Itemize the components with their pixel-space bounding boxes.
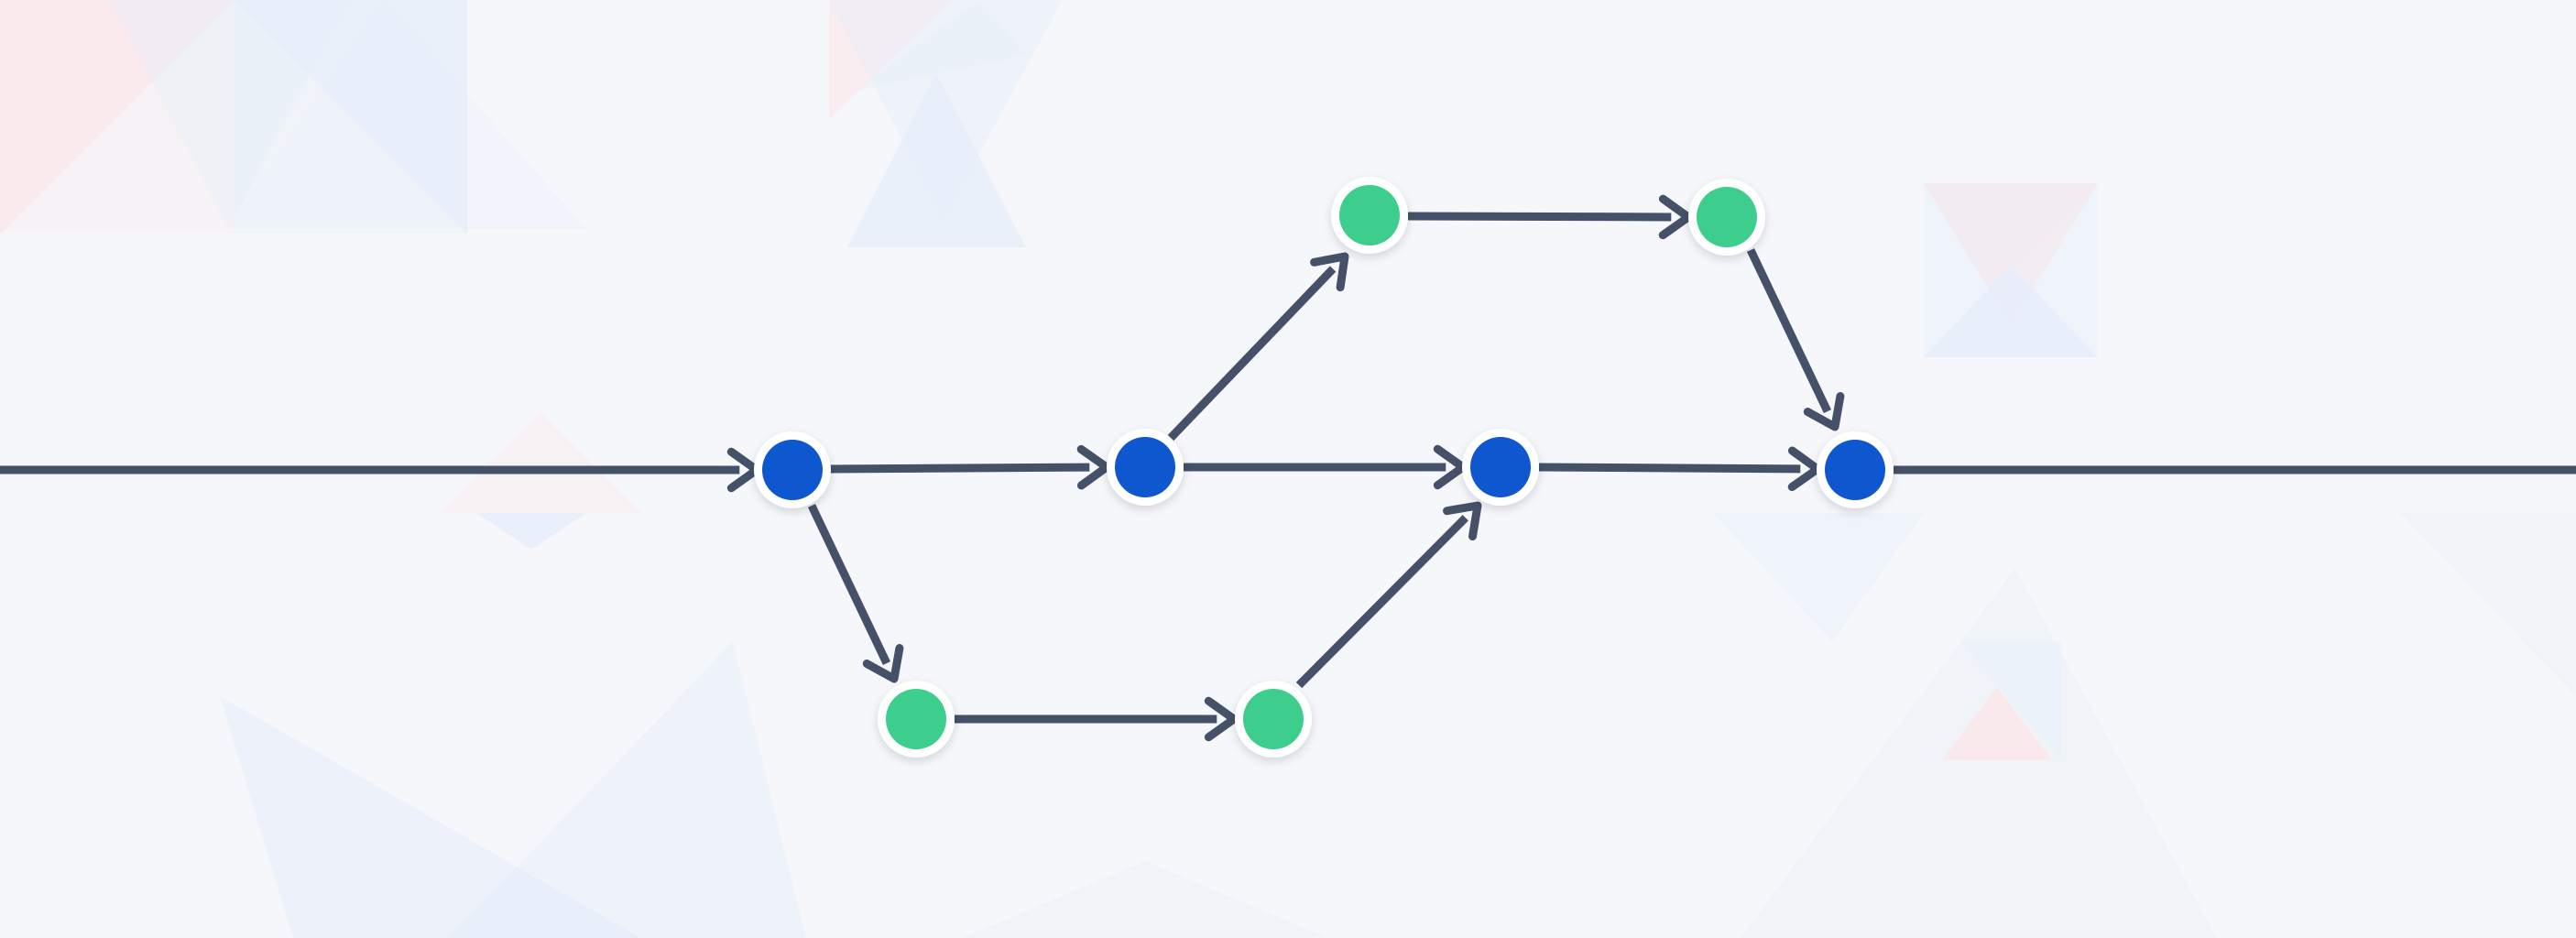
edges-group bbox=[0, 194, 2576, 742]
edge[interactable] bbox=[1167, 252, 1349, 442]
graph-node-n4[interactable] bbox=[1817, 431, 1894, 508]
background-triangle bbox=[0, 0, 234, 234]
edge[interactable] bbox=[0, 447, 761, 493]
edge[interactable] bbox=[1184, 444, 1468, 490]
arrowhead-icon bbox=[1310, 252, 1349, 292]
graph-node-g2[interactable] bbox=[1688, 179, 1765, 256]
graph-node-n1[interactable] bbox=[754, 431, 831, 508]
arrowhead-icon bbox=[1803, 392, 1845, 431]
edge-line bbox=[807, 504, 891, 666]
background-triangle bbox=[1713, 513, 1924, 641]
node-dot bbox=[1339, 185, 1400, 245]
background-triangle bbox=[476, 513, 586, 550]
edge-line bbox=[1407, 212, 1672, 222]
node-dot bbox=[1115, 437, 1175, 497]
background-triangle bbox=[0, 0, 234, 234]
graph-node-g1[interactable] bbox=[1331, 177, 1408, 254]
background-triangle bbox=[852, 0, 1026, 92]
edge-line bbox=[1746, 248, 1832, 414]
background-triangle bbox=[234, 0, 467, 234]
background-triangle bbox=[449, 641, 806, 938]
background-triangle bbox=[2400, 513, 2576, 696]
node-dot bbox=[1697, 187, 1757, 247]
edge[interactable] bbox=[1295, 501, 1482, 689]
arrowhead-icon bbox=[1442, 501, 1482, 541]
background-triangle bbox=[110, 0, 348, 229]
background-triangle bbox=[234, 0, 467, 234]
background-triangle bbox=[440, 412, 641, 513]
graph-node-g4[interactable] bbox=[1235, 681, 1312, 758]
nodes-group bbox=[754, 177, 1894, 758]
arrowhead-icon bbox=[1204, 696, 1239, 742]
graph-node-n2[interactable] bbox=[1107, 429, 1184, 506]
background-triangle bbox=[1924, 266, 2098, 357]
node-dot bbox=[886, 689, 946, 749]
node-dot bbox=[762, 440, 823, 500]
graph-node-n3[interactable] bbox=[1462, 429, 1539, 506]
background-triangle bbox=[829, 0, 953, 119]
background-triangle bbox=[1960, 641, 2061, 760]
edge[interactable] bbox=[1538, 446, 1822, 492]
node-dot bbox=[1243, 689, 1304, 749]
background-triangle bbox=[847, 73, 1026, 247]
edge[interactable] bbox=[955, 696, 1239, 742]
background-triangle bbox=[962, 861, 1328, 938]
edge[interactable] bbox=[1746, 248, 1845, 431]
background-triangle bbox=[220, 696, 641, 938]
edge[interactable] bbox=[829, 444, 1111, 490]
background-triangle bbox=[229, 0, 586, 229]
arrowhead-icon bbox=[862, 644, 904, 683]
node-dot bbox=[1470, 437, 1531, 497]
edge[interactable] bbox=[807, 504, 904, 683]
background-triangle bbox=[1942, 687, 2052, 760]
node-dot bbox=[1825, 440, 1885, 500]
edge-line bbox=[1167, 266, 1337, 442]
graph-node-g3[interactable] bbox=[878, 681, 955, 758]
background-triangle bbox=[1924, 183, 2098, 325]
edge[interactable] bbox=[1407, 194, 1693, 240]
edge-line bbox=[1538, 463, 1801, 474]
edge-line bbox=[1295, 515, 1469, 689]
edge-line bbox=[829, 463, 1090, 474]
